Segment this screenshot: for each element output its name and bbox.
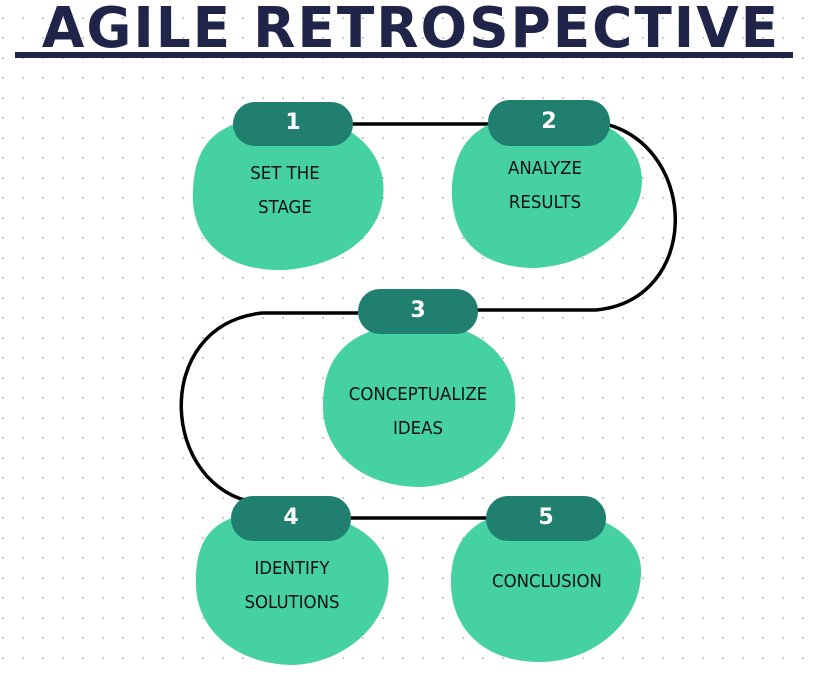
title-underline xyxy=(15,52,793,58)
step-3-blob xyxy=(322,321,516,487)
step-4-label: IDENTIFY SOLUTIONS xyxy=(218,552,365,620)
step-5-blob xyxy=(450,509,642,662)
step-3-label: CONCEPTUALIZE IDEAS xyxy=(326,378,510,446)
step-1-label: SET THE STAGE xyxy=(211,157,358,225)
step-4-blob xyxy=(195,510,389,665)
step-2-label-line2: RESULTS xyxy=(508,192,582,213)
step-3-label-line1: CONCEPTUALIZE xyxy=(348,384,488,405)
page-title: AGILE RETROSPECTIVE xyxy=(41,0,781,61)
step-1-badge xyxy=(233,102,353,146)
step-5-badge xyxy=(486,496,606,541)
step-5-label-line1: CONCLUSION xyxy=(492,571,602,592)
step-5-label: CONCLUSION xyxy=(469,565,625,599)
step-1-blob xyxy=(192,113,384,271)
connector-2-3 xyxy=(476,122,677,312)
step-2-label-line1: ANALYZE xyxy=(507,158,583,179)
step-3-number: 3 xyxy=(410,298,426,323)
step-1-number: 1 xyxy=(285,110,301,135)
step-2-blob xyxy=(451,112,642,268)
step-5-number: 5 xyxy=(538,505,554,530)
step-1-label-line2: STAGE xyxy=(258,197,312,218)
step-2-badge xyxy=(488,100,610,146)
step-4-badge xyxy=(231,496,351,541)
step-3-badge xyxy=(358,289,478,334)
step-2-label: ANALYZE RESULTS xyxy=(471,152,618,220)
step-3-label-line2: IDEAS xyxy=(393,418,443,439)
step-1-label-line1: SET THE xyxy=(250,163,320,184)
connector-3-4 xyxy=(179,311,358,505)
step-2-number: 2 xyxy=(541,109,557,134)
step-4-label-line1: IDENTIFY xyxy=(254,558,330,579)
step-4-label-line2: SOLUTIONS xyxy=(244,592,340,613)
step-4-number: 4 xyxy=(283,505,299,530)
